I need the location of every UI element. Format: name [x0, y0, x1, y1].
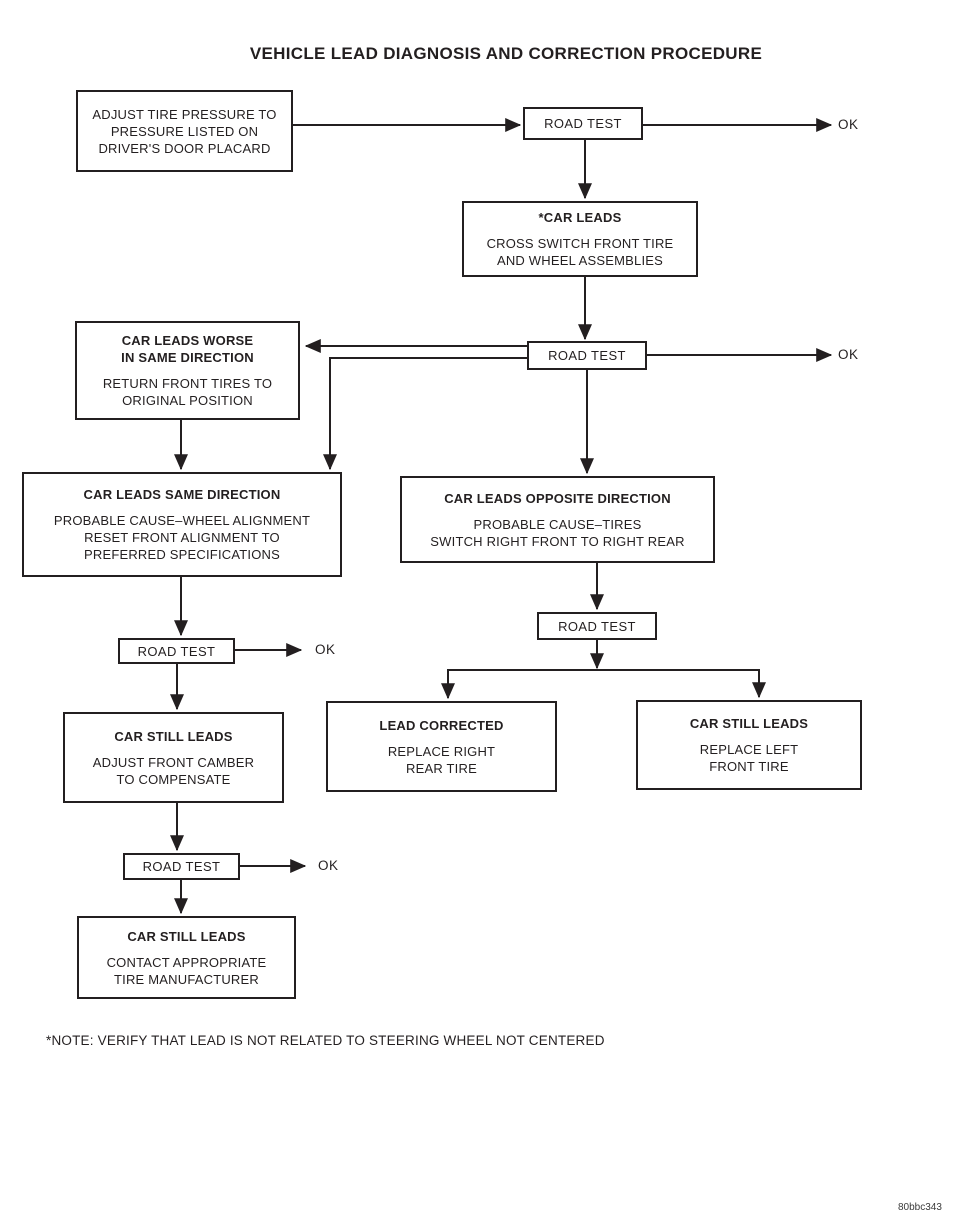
- box-text-line: REPLACE LEFT: [699, 742, 799, 757]
- box-car-still-leads-replace-left-front: CAR STILL LEADS REPLACE LEFT FRONT TIRE: [636, 700, 862, 790]
- box-text-line: RETURN FRONT TIRES TO: [102, 376, 273, 391]
- road-test-box-3: ROAD TEST: [537, 612, 657, 640]
- box-car-still-leads-camber: CAR STILL LEADS ADJUST FRONT CAMBER TO C…: [63, 712, 284, 803]
- box-car-leads-same-direction: CAR LEADS SAME DIRECTION PROBABLE CAUSE–…: [22, 472, 342, 577]
- ok-label-3: OK: [315, 642, 336, 657]
- box-title: LEAD CORRECTED: [379, 717, 504, 733]
- box-adjust-tire-pressure: ADJUST TIRE PRESSURE TO PRESSURE LISTED …: [76, 90, 293, 172]
- box-text-line: PROBABLE CAUSE–TIRES: [473, 516, 642, 532]
- box-text-line: CONTACT APPROPRIATE: [106, 954, 267, 970]
- box-title: CAR STILL LEADS: [127, 928, 246, 944]
- box-text-line: ORIGINAL POSITION: [122, 393, 253, 408]
- box-title: CAR STILL LEADS: [689, 716, 809, 731]
- box-title: *CAR LEADS: [538, 210, 622, 225]
- ok-label-2: OK: [838, 347, 859, 362]
- box-text-line: DRIVER'S DOOR PLACARD: [98, 140, 271, 156]
- road-test-label: ROAD TEST: [142, 859, 221, 874]
- road-test-box-5: ROAD TEST: [123, 853, 240, 880]
- box-text-line: REAR TIRE: [406, 760, 477, 776]
- box-text-line: RESET FRONT ALIGNMENT TO: [84, 530, 280, 545]
- box-lead-corrected: LEAD CORRECTED REPLACE RIGHT REAR TIRE: [326, 701, 557, 792]
- footnote: *NOTE: VERIFY THAT LEAD IS NOT RELATED T…: [46, 1033, 605, 1048]
- road-test-box-1: ROAD TEST: [523, 107, 643, 140]
- box-text-line: FRONT TIRE: [709, 759, 789, 774]
- box-title: CAR STILL LEADS: [114, 728, 233, 744]
- box-text-line: PREFERRED SPECIFICATIONS: [84, 547, 280, 562]
- box-car-still-leads-manufacturer: CAR STILL LEADS CONTACT APPROPRIATE TIRE…: [77, 916, 296, 999]
- ok-label-1: OK: [838, 117, 859, 132]
- road-test-label: ROAD TEST: [548, 348, 626, 363]
- box-text-line: ADJUST FRONT CAMBER: [92, 754, 255, 770]
- flowchart-title: VEHICLE LEAD DIAGNOSIS AND CORRECTION PR…: [249, 44, 763, 63]
- box-title: CAR LEADS WORSE: [121, 333, 254, 348]
- box-text-line: TIRE MANUFACTURER: [114, 971, 259, 987]
- road-test-label: ROAD TEST: [558, 618, 636, 634]
- box-title: CAR LEADS OPPOSITE DIRECTION: [444, 490, 671, 506]
- box-text-line: SWITCH RIGHT FRONT TO RIGHT REAR: [430, 533, 685, 549]
- box-text-line: PRESSURE LISTED ON: [110, 123, 259, 139]
- figure-code: 80bbc343: [898, 1202, 942, 1213]
- box-text-line: PROBABLE CAUSE–WHEEL ALIGNMENT: [53, 513, 311, 528]
- road-test-label: ROAD TEST: [544, 116, 622, 131]
- box-text-line: AND WHEEL ASSEMBLIES: [496, 253, 664, 268]
- road-test-box-4: ROAD TEST: [118, 638, 235, 664]
- ok-label-4: OK: [318, 858, 339, 873]
- box-text-line: CROSS SWITCH FRONT TIRE: [486, 236, 674, 251]
- box-car-leads-worse: CAR LEADS WORSE IN SAME DIRECTION RETURN…: [75, 321, 300, 420]
- box-text-line: REPLACE RIGHT: [387, 743, 496, 759]
- box-car-leads: *CAR LEADS CROSS SWITCH FRONT TIRE AND W…: [462, 201, 698, 277]
- box-text-line: TO COMPENSATE: [116, 771, 231, 787]
- box-car-leads-opposite-direction: CAR LEADS OPPOSITE DIRECTION PROBABLE CA…: [400, 476, 715, 563]
- road-test-label: ROAD TEST: [137, 643, 216, 659]
- box-title: IN SAME DIRECTION: [121, 350, 254, 365]
- box-title: CAR LEADS SAME DIRECTION: [83, 487, 281, 502]
- box-text-line: ADJUST TIRE PRESSURE TO: [92, 106, 277, 122]
- road-test-box-2: ROAD TEST: [527, 341, 647, 370]
